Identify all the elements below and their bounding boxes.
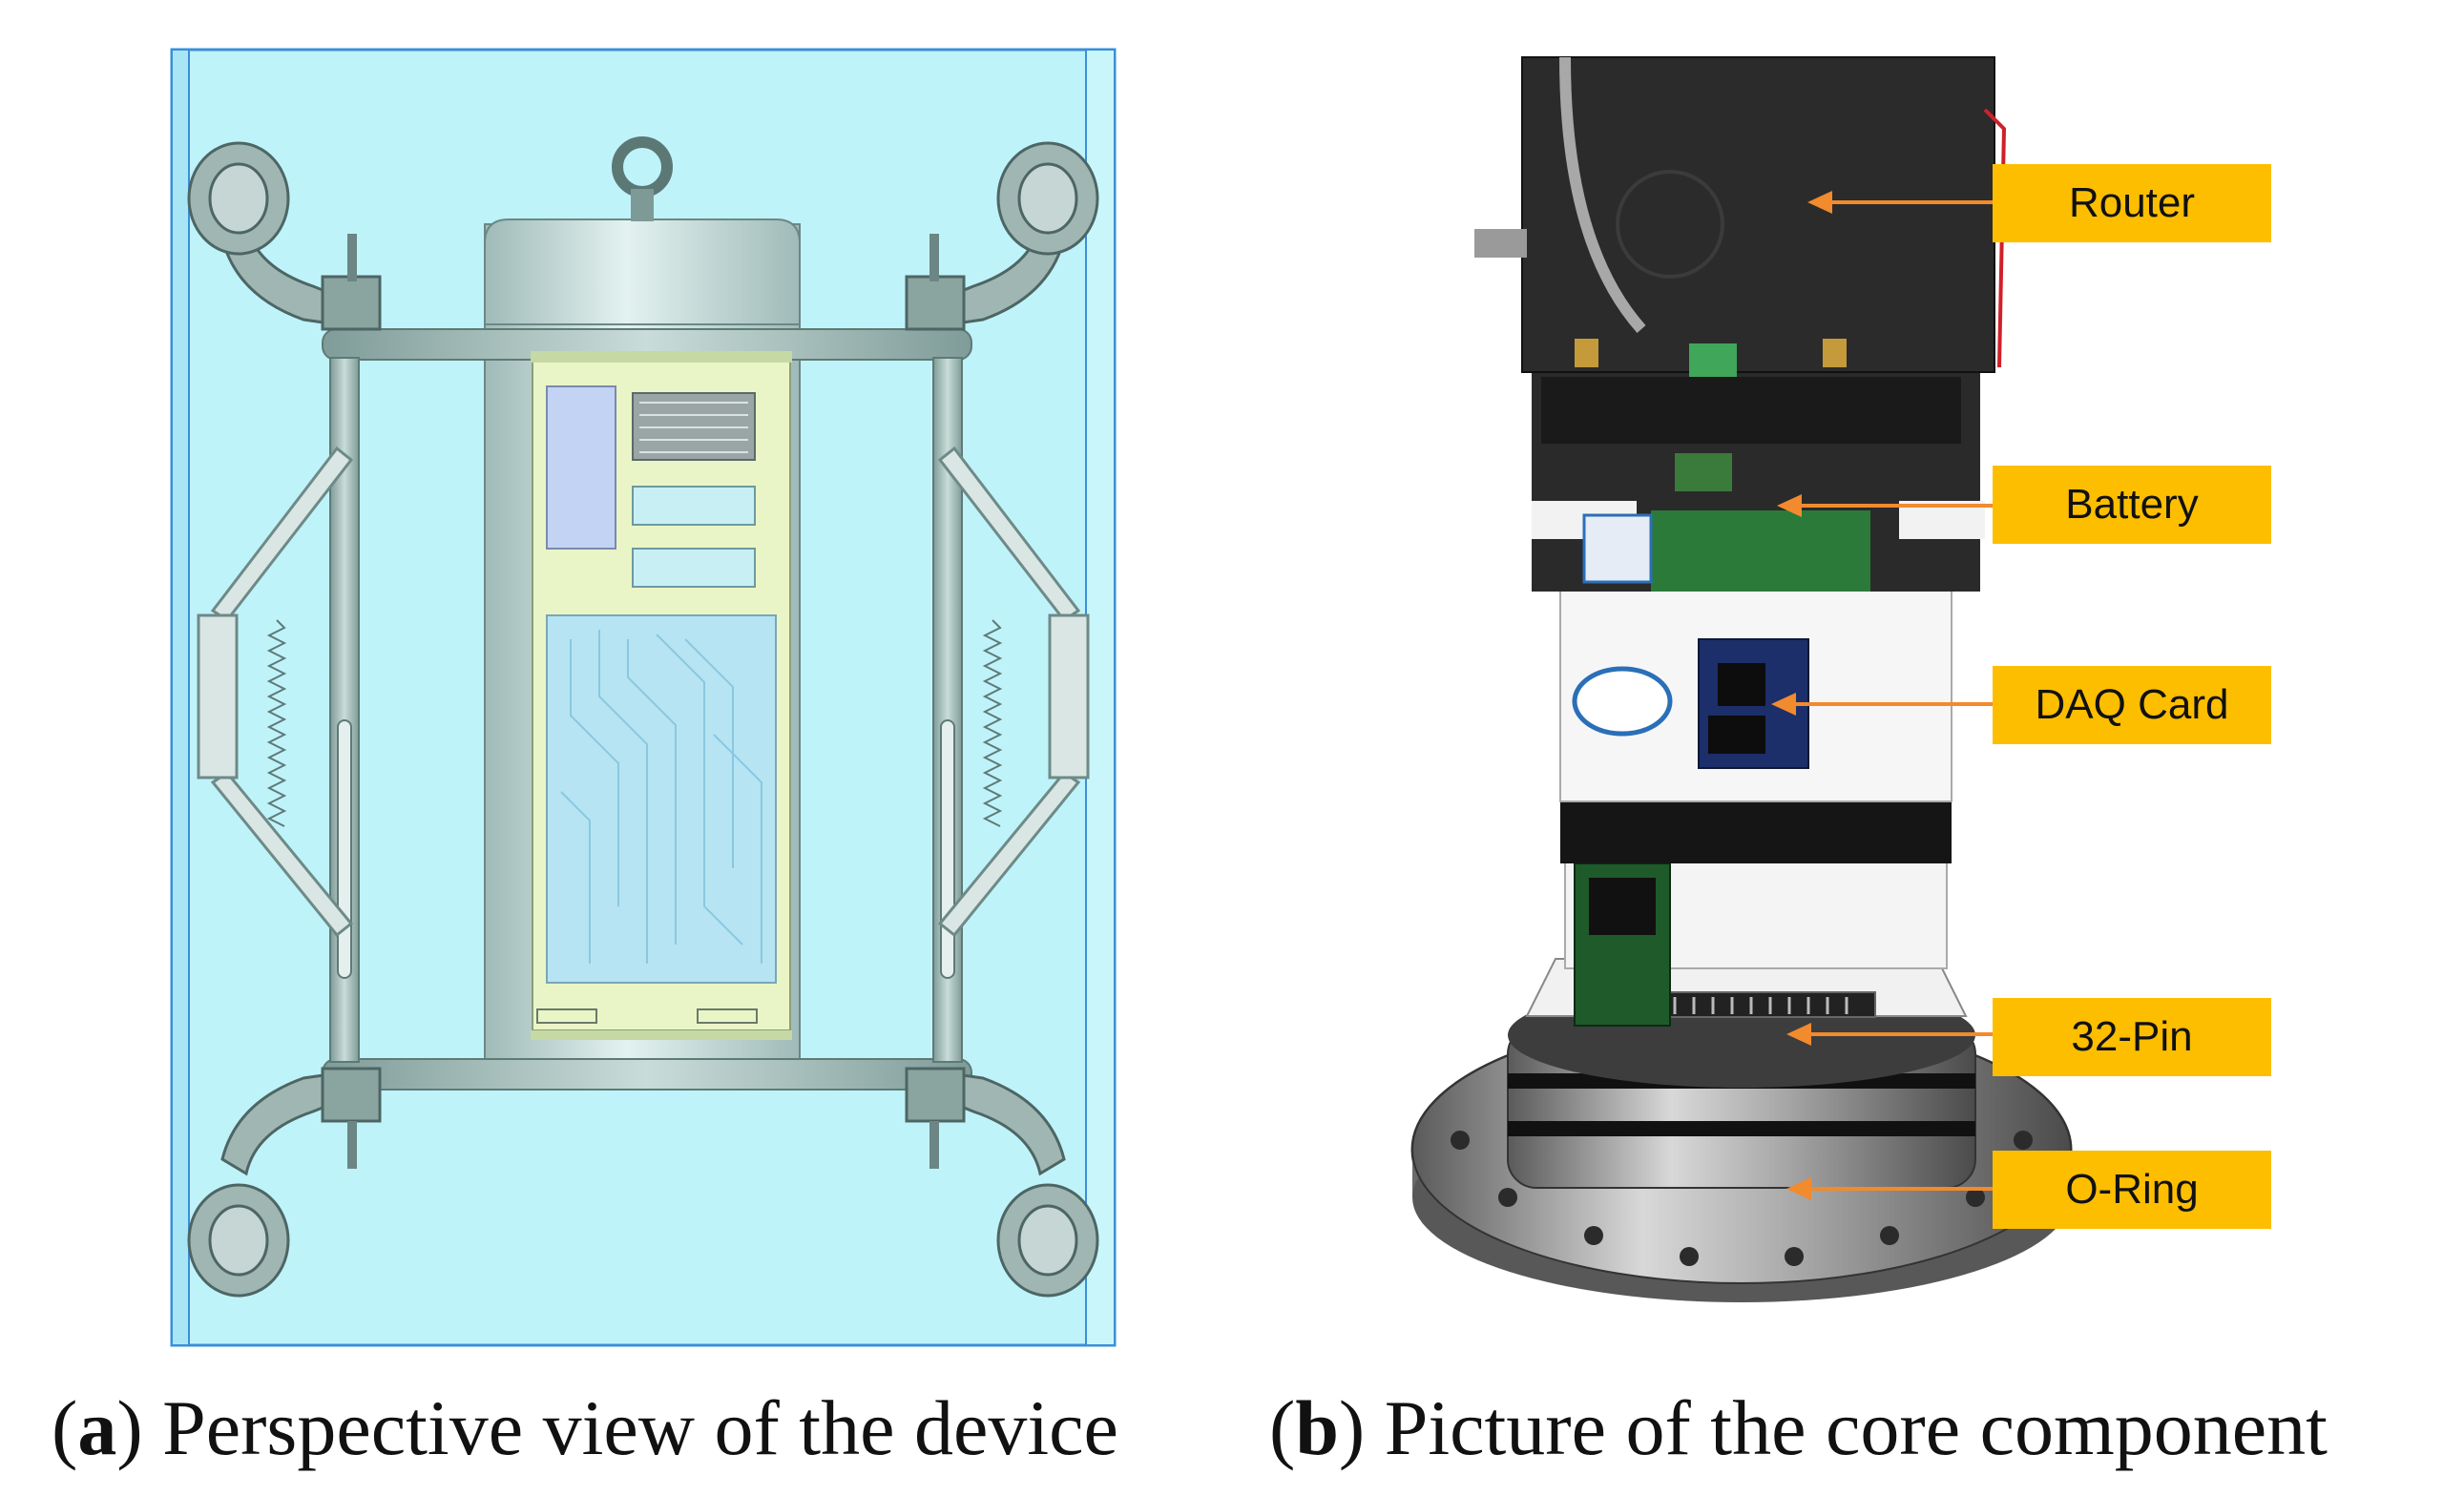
- battery-arrow: [1777, 494, 1993, 517]
- left-spring: [266, 619, 287, 827]
- wheel-bottom-right: [905, 1067, 1099, 1298]
- label-daq-card: DAQ Card: [1993, 666, 2271, 744]
- caption-b-letter: b: [1295, 1384, 1339, 1471]
- label-32-pin: 32-Pin: [1993, 998, 2271, 1076]
- daq-card-arrow: [1771, 693, 1993, 716]
- wheel-top-right: [905, 141, 1099, 331]
- o-ring-arrow: [1786, 1177, 1993, 1200]
- label-o-ring: O-Ring: [1993, 1151, 2271, 1229]
- caption-a-letter: a: [77, 1384, 117, 1471]
- wheel-bottom-left: [187, 1067, 382, 1298]
- label-battery: Battery: [1993, 466, 2271, 544]
- right-spring: [982, 619, 1003, 827]
- device-cad-drawing: [170, 48, 1117, 1347]
- 32-pin-arrow: [1786, 1023, 1993, 1046]
- caption-b-text: Picture of the core component: [1384, 1384, 2328, 1471]
- black-tape-band: [1560, 797, 1952, 863]
- bottom-plate: [322, 1058, 972, 1091]
- caption-a-text: Perspective view of the device: [162, 1384, 1118, 1471]
- caption-b: (b) Picture of the core component: [1269, 1384, 2328, 1471]
- core-component-photo: [1410, 56, 2073, 1302]
- caption-a: (a) Perspective view of the device: [52, 1384, 1118, 1471]
- router-box: [1521, 56, 1995, 373]
- router-arrow: [1807, 191, 1993, 214]
- label-router: Router: [1993, 164, 2271, 242]
- wheel-top-left: [187, 141, 382, 331]
